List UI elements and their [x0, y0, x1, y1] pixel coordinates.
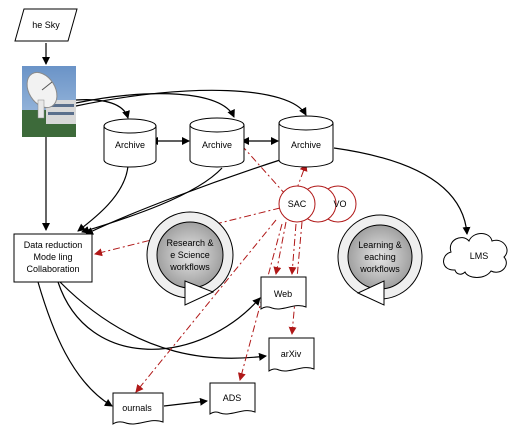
research-cycle-line-3: workflows: [169, 262, 210, 272]
journals-label: ournals: [122, 403, 152, 413]
edge-archive-1-to-data-reduction: [77, 165, 129, 232]
edge-telescope-to-archive-2: [75, 93, 235, 118]
edge-data-reduction-to-arxiv: [59, 281, 267, 361]
data-reduction-line-2: Mode ling: [33, 252, 72, 262]
telescope-image: [22, 66, 76, 137]
lms-cloud: LMS: [443, 233, 508, 278]
edge-data-reduction-to-journals: [37, 281, 113, 407]
research-workflow-cycle: Research & e Science workflows: [146, 211, 234, 306]
solid-edges: [37, 43, 471, 407]
archive-2: Archive: [189, 117, 245, 168]
edge-journals-to-ads: [163, 397, 208, 407]
edge-data-reduction-to-web: [57, 281, 261, 350]
sky-node: he Sky: [14, 8, 78, 42]
edge-archive-3-to-lms: [333, 147, 471, 235]
sac-vo-cluster: SAC VO: [278, 185, 357, 223]
data-reduction-line-3: Collaboration: [26, 264, 79, 274]
lms-label: LMS: [470, 251, 489, 261]
learning-cycle-line-1: Learning &: [358, 240, 402, 250]
edge-archive-3-to-data-reduction: [85, 159, 281, 235]
learning-cycle-line-3: workflows: [359, 264, 400, 274]
ads-node: ADS: [209, 382, 256, 415]
edge-sac-to-web-1: [273, 221, 287, 275]
web-label: Web: [274, 289, 292, 299]
edge-sac-to-web-2: [288, 223, 297, 275]
data-reduction-line-1: Data reduction: [24, 240, 83, 250]
ads-label: ADS: [223, 393, 242, 403]
archive-1: Archive: [103, 118, 157, 168]
sac-label: SAC: [288, 199, 307, 209]
journals-node: ournals: [112, 392, 164, 425]
data-reduction-node: Data reduction Mode ling Collaboration: [13, 233, 93, 283]
edge-telescope-to-archive-3: [75, 89, 307, 116]
research-cycle-line-1: Research &: [166, 238, 213, 248]
archive-3: Archive: [278, 115, 334, 168]
research-cycle-line-2: e Science: [170, 250, 210, 260]
arxiv-node: arXiv: [268, 337, 315, 372]
arxiv-label: arXiv: [281, 349, 302, 359]
archive-3-label: Archive: [291, 140, 321, 150]
edge-telescope-to-archive-1: [75, 99, 130, 119]
learning-cycle-line-2: eaching: [364, 252, 396, 262]
web-node: Web: [260, 276, 307, 310]
edge-archive-2-to-data-reduction: [81, 167, 223, 234]
edge-sac-to-journals: [135, 219, 277, 393]
vo-label: VO: [333, 199, 346, 209]
archive-1-label: Archive: [115, 140, 145, 150]
sky-label: he Sky: [32, 20, 60, 30]
learning-workflow-cycle: Learning & eaching workflows: [337, 214, 423, 306]
archive-2-label: Archive: [202, 140, 232, 150]
